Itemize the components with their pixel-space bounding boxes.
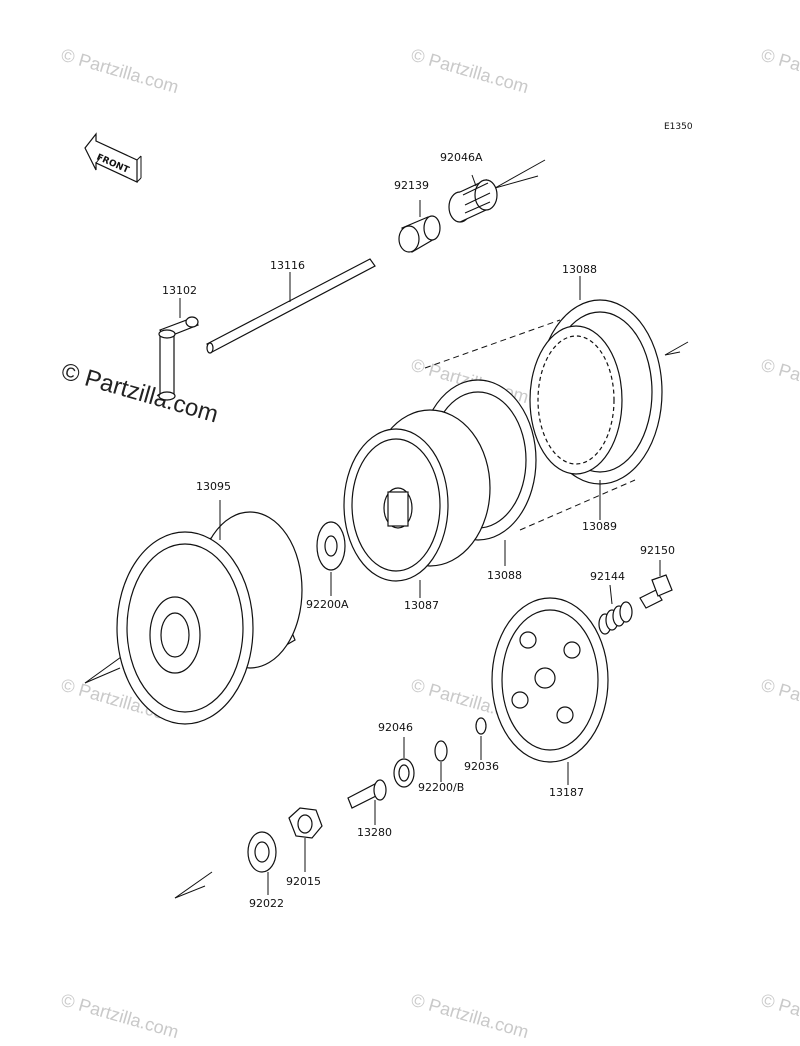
- watermark: © Partzilla.com: [409, 45, 531, 98]
- part-labels: 92046A 92139 13116 13102 13088 13089 130…: [162, 151, 675, 910]
- guide-lines: [424, 319, 636, 531]
- part-label: 92144: [590, 570, 625, 583]
- collar-92139: [398, 200, 441, 253]
- friction-plate-13088-top: [529, 276, 663, 485]
- part-label: 13089: [582, 520, 617, 533]
- part-label: 92036: [464, 760, 499, 773]
- part-label: 13087: [404, 599, 439, 612]
- part-label: 13088: [487, 569, 522, 582]
- part-label: 92015: [286, 875, 321, 888]
- front-arrow-icon: FRONT: [84, 132, 142, 183]
- watermark: © Partzilla.com: [759, 355, 800, 408]
- part-label: 92046: [378, 721, 413, 734]
- push-rod-13116: [206, 258, 376, 354]
- watermark: © Partzilla.com: [409, 990, 531, 1043]
- watermark-large: © Partzilla.com: [58, 358, 221, 429]
- washer-92200B: [434, 740, 448, 782]
- part-label: 13095: [196, 480, 231, 493]
- washer-92200A: [316, 521, 346, 596]
- part-label: 13088: [562, 263, 597, 276]
- spring-92144: [598, 584, 633, 635]
- part-label: 92046A: [440, 151, 483, 164]
- needle-bearing-92046A: [448, 174, 498, 223]
- watermark: © Partzilla.com: [59, 45, 181, 98]
- diagram-code: E1350: [664, 122, 693, 132]
- part-label: 13187: [549, 786, 584, 799]
- part-label: 92139: [394, 179, 429, 192]
- part-label: 13102: [162, 284, 197, 297]
- bolt-92150: [639, 560, 673, 609]
- watermark: © Partzilla.com: [59, 990, 181, 1043]
- pusher-13280: [347, 779, 387, 825]
- clutch-housing-13095: [116, 500, 303, 725]
- lock-washer-92022: [247, 831, 277, 895]
- nut-92015: [288, 807, 323, 872]
- pressure-plate-13187: [491, 597, 609, 785]
- watermark: © Partzilla.com: [759, 675, 800, 728]
- watermark: © Partzilla.com: [759, 990, 800, 1043]
- bearing-92046: [393, 737, 415, 788]
- circlip-92036: [475, 717, 487, 760]
- part-label: 92200/B: [418, 781, 464, 794]
- part-label: 92150: [640, 544, 675, 557]
- watermark: © Partzilla.com: [759, 45, 800, 98]
- clutch-hub-13087: [343, 409, 491, 598]
- part-label: 92200A: [306, 598, 349, 611]
- part-label: 13116: [270, 259, 305, 272]
- part-label: 92022: [249, 897, 284, 910]
- part-label: 13280: [357, 826, 392, 839]
- release-lever-13102: [158, 298, 200, 401]
